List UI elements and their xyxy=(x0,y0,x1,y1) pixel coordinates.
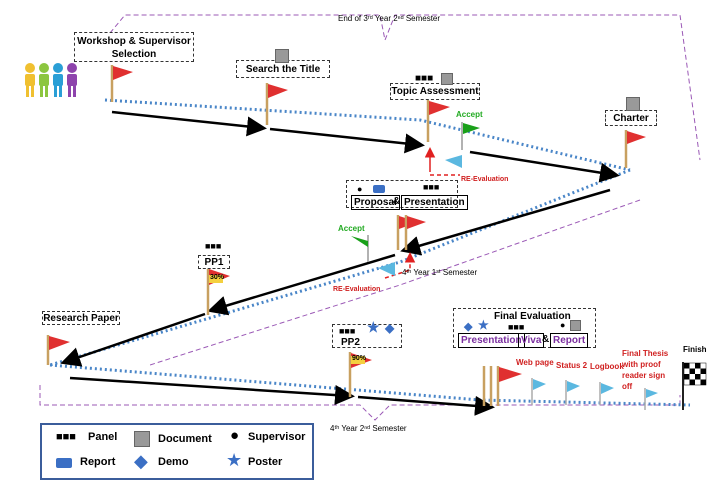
red-flags xyxy=(46,65,646,406)
panel-icon: ■■■ xyxy=(205,241,222,251)
semester-label-mid: 4ᵗʰ Year 1ˢᵗ Semester xyxy=(402,268,478,277)
re-evaluation-loop-2 xyxy=(384,252,416,279)
semester-label-bottom: 4ᵗʰ Year 2ⁿᵈ Semester xyxy=(330,424,407,433)
legend: ■■■ Panel Document ● Supervisor Report ◆… xyxy=(40,423,314,480)
students-group-icon xyxy=(25,63,77,97)
dotted-path xyxy=(49,98,691,407)
panel-icon: ■■■ xyxy=(56,431,76,443)
final-evaluation-stage-box: Final Evaluation ◆ ★ ■■■ ● Presentation … xyxy=(453,308,596,348)
demo-icon: ◆ xyxy=(134,451,148,471)
pp2-label: PP2 xyxy=(341,337,360,348)
search-title-stage-box: Search the Title xyxy=(236,49,330,78)
document-icon xyxy=(134,431,150,447)
document-icon xyxy=(570,320,581,331)
presentation-label: Presentation xyxy=(401,195,468,210)
light-blue-flags xyxy=(378,155,658,410)
demo-icon: ◆ xyxy=(464,321,473,333)
document-icon xyxy=(275,49,289,63)
panel-icon: ■■■ xyxy=(423,182,440,192)
charter-label: Charter xyxy=(613,113,649,124)
supervisor-icon: ● xyxy=(230,427,240,444)
topic-assessment-stage-box: ■■■ Topic Assessment xyxy=(390,73,480,100)
ampersand-label: & xyxy=(393,196,401,207)
pp1-progress-patch xyxy=(209,275,223,283)
legend-panel-label: Panel xyxy=(88,431,118,443)
legend-supervisor-label: Supervisor xyxy=(248,431,306,443)
final-thesis-label: Final Thesis with proof reader sign off xyxy=(622,349,669,391)
viva-label: Viva xyxy=(518,333,545,348)
semester-label-top: End of 3ʳᵈ Year 2ⁿᵈ Semester xyxy=(338,14,441,23)
panel-icon: ■■■ xyxy=(415,73,434,84)
search-title-label: Search the Title xyxy=(245,64,321,75)
legend-demo-label: Demo xyxy=(158,456,189,468)
document-icon xyxy=(441,73,453,85)
report-label: Report xyxy=(550,333,589,348)
pp2-progress-patch xyxy=(351,356,365,364)
green-flags xyxy=(351,122,480,262)
demo-icon: ◆ xyxy=(385,321,395,335)
poster-icon: ★ xyxy=(478,318,489,332)
ampersand-label: & xyxy=(542,334,550,345)
poster-icon: ★ xyxy=(367,319,380,335)
pp1-stage-box: ■■■ PP1 xyxy=(198,241,230,269)
re-evaluation-label-1: RE-Evaluation xyxy=(461,176,509,183)
panel-icon: ■■■ xyxy=(508,322,525,332)
legend-report-label: Report xyxy=(80,456,116,468)
workshop-stage-box: Workshop & Supervisor Selection xyxy=(74,32,194,62)
finish-label: Finish xyxy=(683,345,707,354)
status2-label: Status 2 xyxy=(556,361,588,370)
accept-label-2: Accept xyxy=(338,224,365,233)
research-paper-stage-box: Research Paper xyxy=(42,311,120,325)
report-icon xyxy=(373,185,385,193)
supervisor-icon: ● xyxy=(357,184,363,194)
semester-brace-mid xyxy=(149,199,641,366)
supervisor-icon: ● xyxy=(560,320,566,330)
poster-icon: ★ xyxy=(226,450,243,470)
logbook-label: Logbook xyxy=(590,362,624,371)
presentation-label: Presentation xyxy=(458,333,525,348)
accept-label-1: Accept xyxy=(456,110,483,119)
report-icon xyxy=(56,458,72,468)
pp2-stage-box: ■■■ ★ ◆ PP2 xyxy=(332,319,402,348)
flow-arrows xyxy=(60,110,620,416)
web-page-label: Web page xyxy=(516,358,554,367)
legend-document-label: Document xyxy=(158,433,212,445)
panel-icon: ■■■ xyxy=(339,326,356,336)
topic-assessment-label: Topic Assessment xyxy=(391,86,479,97)
re-evaluation-label-2: RE-Evaluation xyxy=(333,286,381,293)
document-icon xyxy=(626,97,640,111)
final-evaluation-label: Final Evaluation xyxy=(494,311,571,322)
charter-stage-box: Charter xyxy=(605,97,657,126)
re-evaluation-loop-1 xyxy=(424,147,460,176)
legend-poster-label: Poster xyxy=(248,456,283,468)
pp1-label: PP1 xyxy=(204,257,224,268)
pp2-percent-label: 90% xyxy=(352,355,367,362)
pp1-percent-label: 30% xyxy=(210,274,225,281)
finish-flag xyxy=(682,362,707,410)
proposal-stage-box: ● ■■■ Proposal & Presentation xyxy=(346,180,468,210)
proposal-label: Proposal xyxy=(351,195,400,210)
